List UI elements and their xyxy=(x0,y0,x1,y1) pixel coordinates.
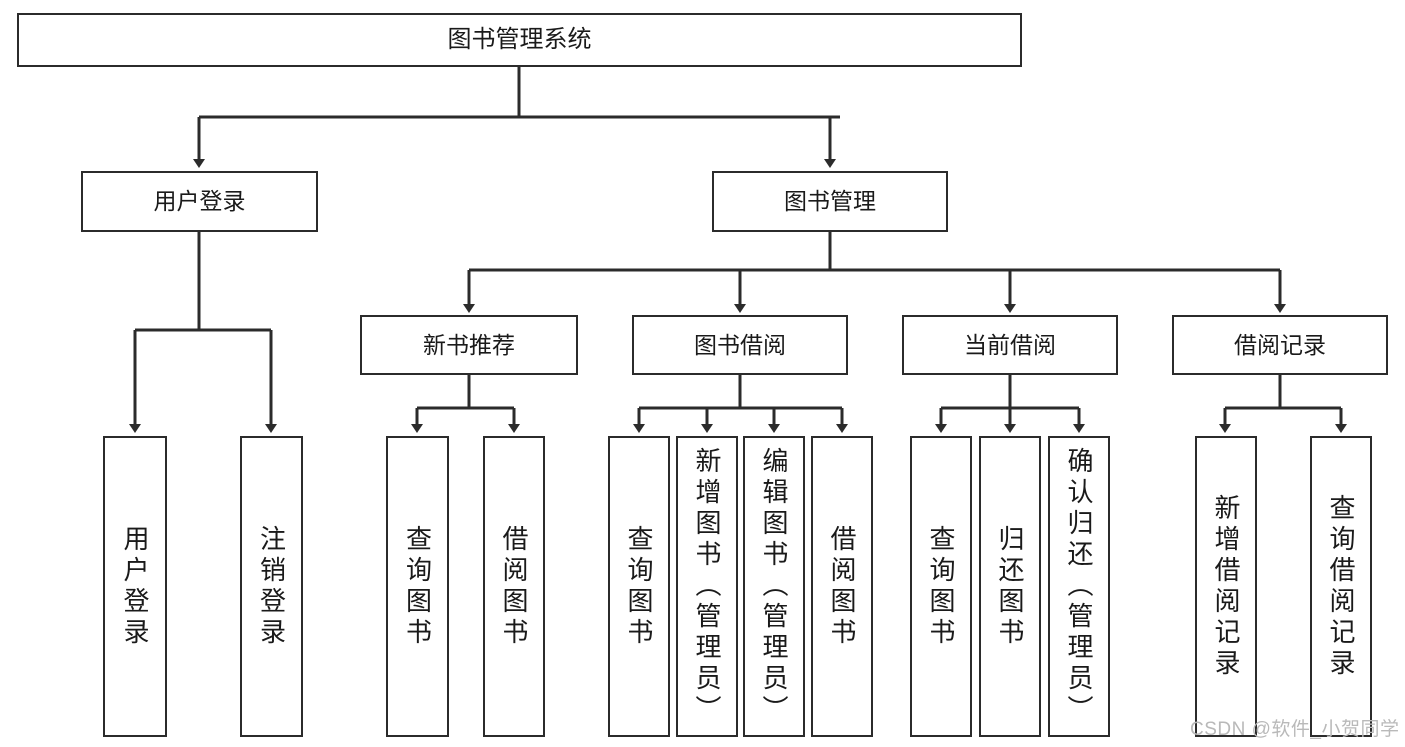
node-label: 注销登录 xyxy=(256,524,287,649)
node-label: 查询借阅记录 xyxy=(1326,493,1356,680)
node-borrow-records[interactable]: 借阅记录 xyxy=(1172,315,1388,375)
node-label: 借阅图书 xyxy=(827,524,857,649)
node-label: 用户登录 xyxy=(120,524,150,649)
leaf-user-login[interactable]: 用户登录 xyxy=(103,436,167,737)
node-label: 当前借阅 xyxy=(964,331,1056,358)
node-label: 图书管理 xyxy=(784,188,876,215)
node-label: 归还图书 xyxy=(995,524,1025,649)
node-label: 图书借阅 xyxy=(694,331,786,358)
node-label: 确认归还（管理员） xyxy=(1064,447,1094,726)
node-label: 新增借阅记录 xyxy=(1211,493,1241,680)
node-label: 图书管理系统 xyxy=(447,26,592,54)
leaf-query-books-borrow[interactable]: 查询图书 xyxy=(608,436,670,737)
leaf-query-books-recommend[interactable]: 查询图书 xyxy=(386,436,449,737)
node-label: 编辑图书（管理员） xyxy=(759,447,789,726)
node-book-management-system[interactable]: 图书管理系统 xyxy=(17,13,1022,67)
node-label: 借阅记录 xyxy=(1234,331,1326,358)
node-label: 查询图书 xyxy=(624,524,654,649)
leaf-logout[interactable]: 注销登录 xyxy=(240,436,303,737)
leaf-query-books-current[interactable]: 查询图书 xyxy=(910,436,972,737)
node-label: 用户登录 xyxy=(153,188,246,215)
node-current-borrow[interactable]: 当前借阅 xyxy=(902,315,1118,375)
leaf-borrow-books[interactable]: 借阅图书 xyxy=(811,436,873,737)
node-label: 借阅图书 xyxy=(499,524,529,649)
leaf-confirm-return-admin[interactable]: 确认归还（管理员） xyxy=(1048,436,1110,737)
node-book-management[interactable]: 图书管理 xyxy=(712,171,948,232)
leaf-return-books[interactable]: 归还图书 xyxy=(979,436,1041,737)
node-new-book-recommend[interactable]: 新书推荐 xyxy=(360,315,578,375)
node-label: 查询图书 xyxy=(402,524,433,649)
leaf-edit-book-admin[interactable]: 编辑图书（管理员） xyxy=(743,436,805,737)
node-user-login[interactable]: 用户登录 xyxy=(81,171,318,232)
node-label: 新书推荐 xyxy=(423,331,515,358)
leaf-add-borrow-record[interactable]: 新增借阅记录 xyxy=(1195,436,1257,737)
node-label: 新增图书（管理员） xyxy=(692,447,722,726)
csdn-watermark: CSDN @软件_小贺同学 xyxy=(1190,719,1400,740)
leaf-query-borrow-record[interactable]: 查询借阅记录 xyxy=(1310,436,1372,737)
node-book-borrow[interactable]: 图书借阅 xyxy=(632,315,848,375)
leaf-borrow-books-recommend[interactable]: 借阅图书 xyxy=(483,436,545,737)
leaf-add-book-admin[interactable]: 新增图书（管理员） xyxy=(676,436,738,737)
node-label: 查询图书 xyxy=(926,524,956,649)
